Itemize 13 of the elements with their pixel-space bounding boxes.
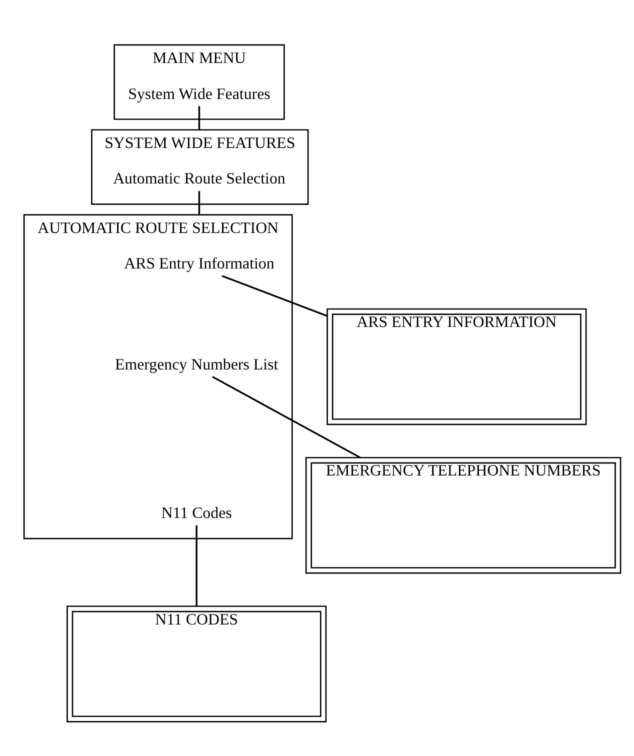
connector	[198, 191, 200, 215]
node-box: ARS ENTRY INFORMATION	[326, 308, 587, 426]
connector	[212, 376, 360, 458]
connector	[222, 275, 328, 317]
connector	[198, 106, 200, 130]
node-text: Emergency Numbers List	[114, 356, 278, 374]
node-box: N11 CODES	[66, 606, 327, 722]
node-text: Automatic Route Selection	[113, 170, 286, 188]
node-box: EMERGENCY TELEPHONE NUMBERS	[305, 456, 622, 574]
node-text: ARS Entry Information	[124, 256, 274, 273]
node-text: N11 Codes	[161, 505, 232, 522]
connector	[196, 525, 198, 606]
node-text: System Wide Features	[128, 86, 270, 103]
